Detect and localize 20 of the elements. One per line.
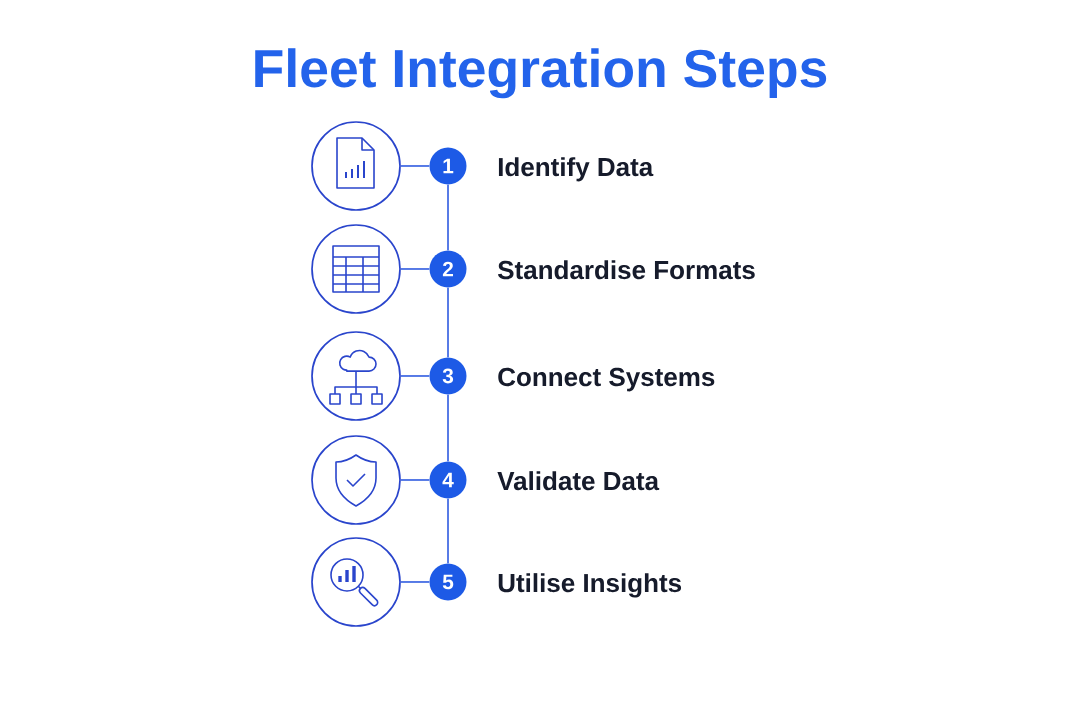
connector-line [447, 286, 449, 359]
connector-line [400, 268, 431, 270]
connector-line [447, 497, 449, 565]
icon-circle [311, 331, 401, 421]
connector-line [400, 375, 431, 377]
step-label: Standardise Formats [497, 260, 755, 280]
connector-line [400, 165, 431, 167]
connector-line [447, 183, 449, 252]
step-label: Validate Data [497, 471, 660, 491]
icon-circle [311, 435, 401, 525]
step-label: Utilise Insights [498, 573, 682, 598]
icon-circle [311, 537, 401, 627]
connector-line [400, 479, 431, 481]
title: Fleet Integration Steps [255, 48, 827, 99]
step-label: Identify Data [498, 157, 654, 182]
icon-circle [311, 121, 401, 211]
connector-line [447, 393, 449, 463]
connector-line [400, 581, 431, 583]
step-label: Connect Systems [498, 367, 715, 392]
icon-circle [311, 224, 401, 314]
